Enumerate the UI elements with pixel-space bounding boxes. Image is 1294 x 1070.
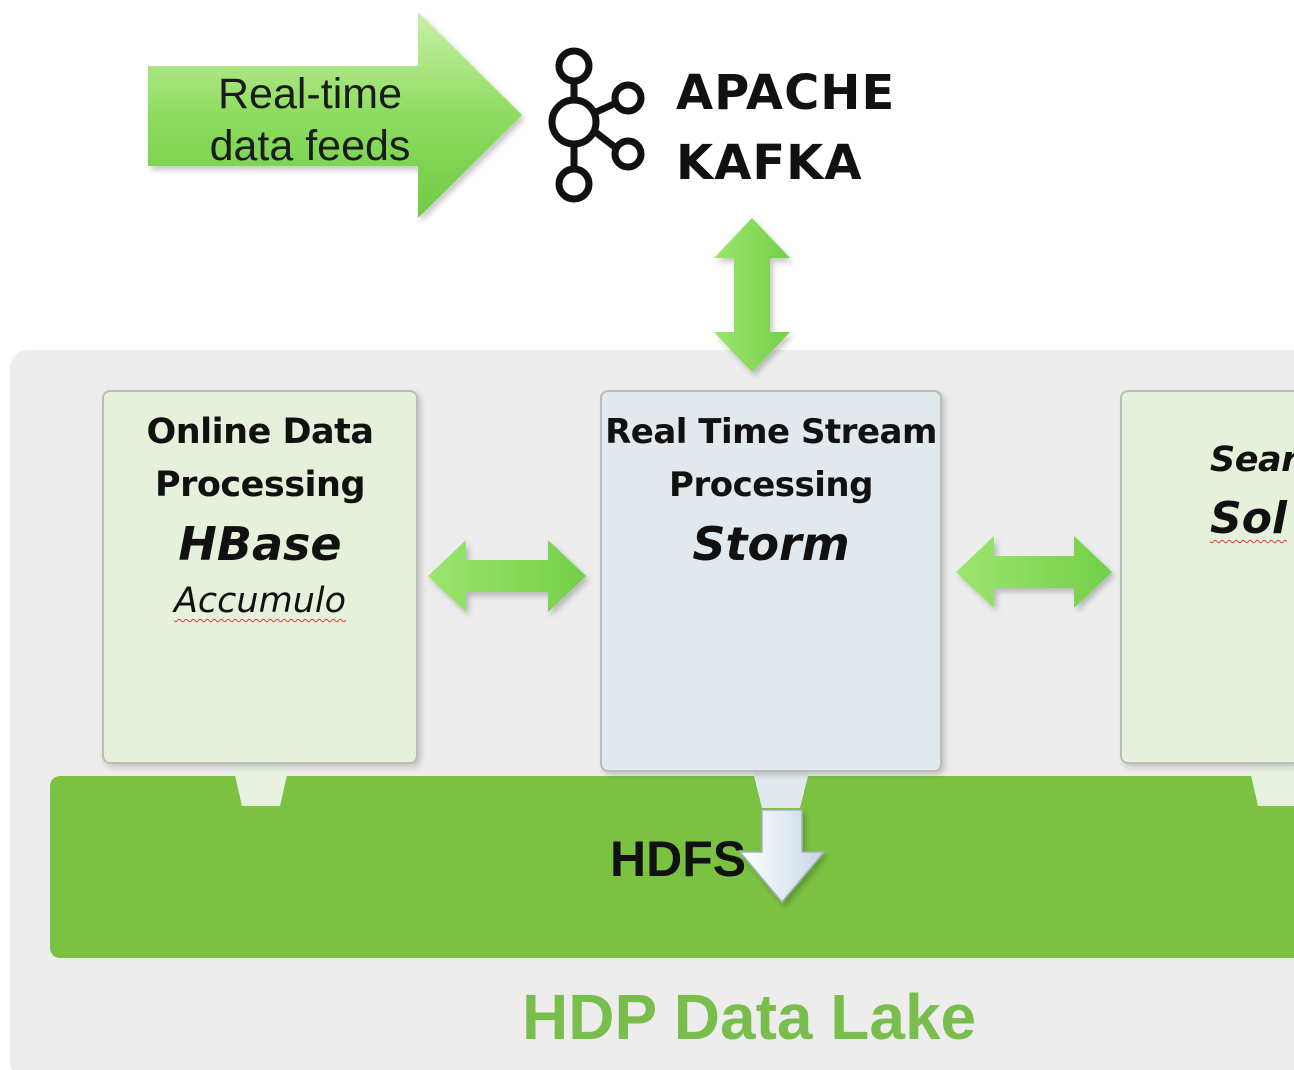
search-panel: Sear Sol bbox=[1120, 390, 1294, 764]
feed-label-line2: data feeds bbox=[209, 122, 411, 170]
online-panel-title-line1: Online Data bbox=[146, 412, 374, 452]
data-lake-label: HDP Data Lake bbox=[522, 981, 977, 1053]
online-panel-tech-hbase: HBase bbox=[178, 517, 342, 571]
storm-search-arrow-icon bbox=[956, 536, 1112, 608]
kafka-wordmark-line2: KAFKA bbox=[676, 135, 863, 191]
online-panel-tech-accumulo: Accumulo bbox=[173, 581, 347, 621]
stream-processing-panel: Real Time Stream Processing Storm bbox=[600, 390, 942, 772]
kafka-storm-arrow-icon bbox=[714, 218, 790, 372]
search-panel-title: Sear bbox=[1210, 440, 1294, 480]
online-storm-arrow-icon bbox=[428, 540, 586, 612]
stream-panel-tech-storm: Storm bbox=[692, 517, 850, 571]
kafka-wordmark-line1: APACHE bbox=[676, 65, 896, 121]
online-connector bbox=[232, 762, 290, 806]
feed-label-line1: Real-time bbox=[218, 70, 402, 118]
hdfs-down-arrow-icon bbox=[738, 809, 826, 904]
feed-label: Real-time data feeds bbox=[150, 68, 470, 172]
data-feed-arrow-icon bbox=[148, 12, 522, 218]
stream-panel-title-line2: Processing bbox=[669, 465, 873, 505]
hdfs-bar bbox=[50, 776, 1294, 958]
online-panel-title-line2: Processing bbox=[154, 465, 366, 505]
online-processing-panel: Online Data Processing HBase Accumulo bbox=[102, 390, 418, 764]
hdfs-label: HDFS bbox=[610, 831, 747, 887]
stream-connector bbox=[752, 768, 810, 808]
kafka-logo-icon bbox=[548, 47, 645, 203]
stream-panel-title-line1: Real Time Stream bbox=[605, 412, 937, 452]
search-panel-tech: Sol bbox=[1210, 493, 1287, 544]
kafka-wordmark: APACHE KAFKA bbox=[676, 58, 895, 198]
search-connector bbox=[1248, 762, 1294, 806]
